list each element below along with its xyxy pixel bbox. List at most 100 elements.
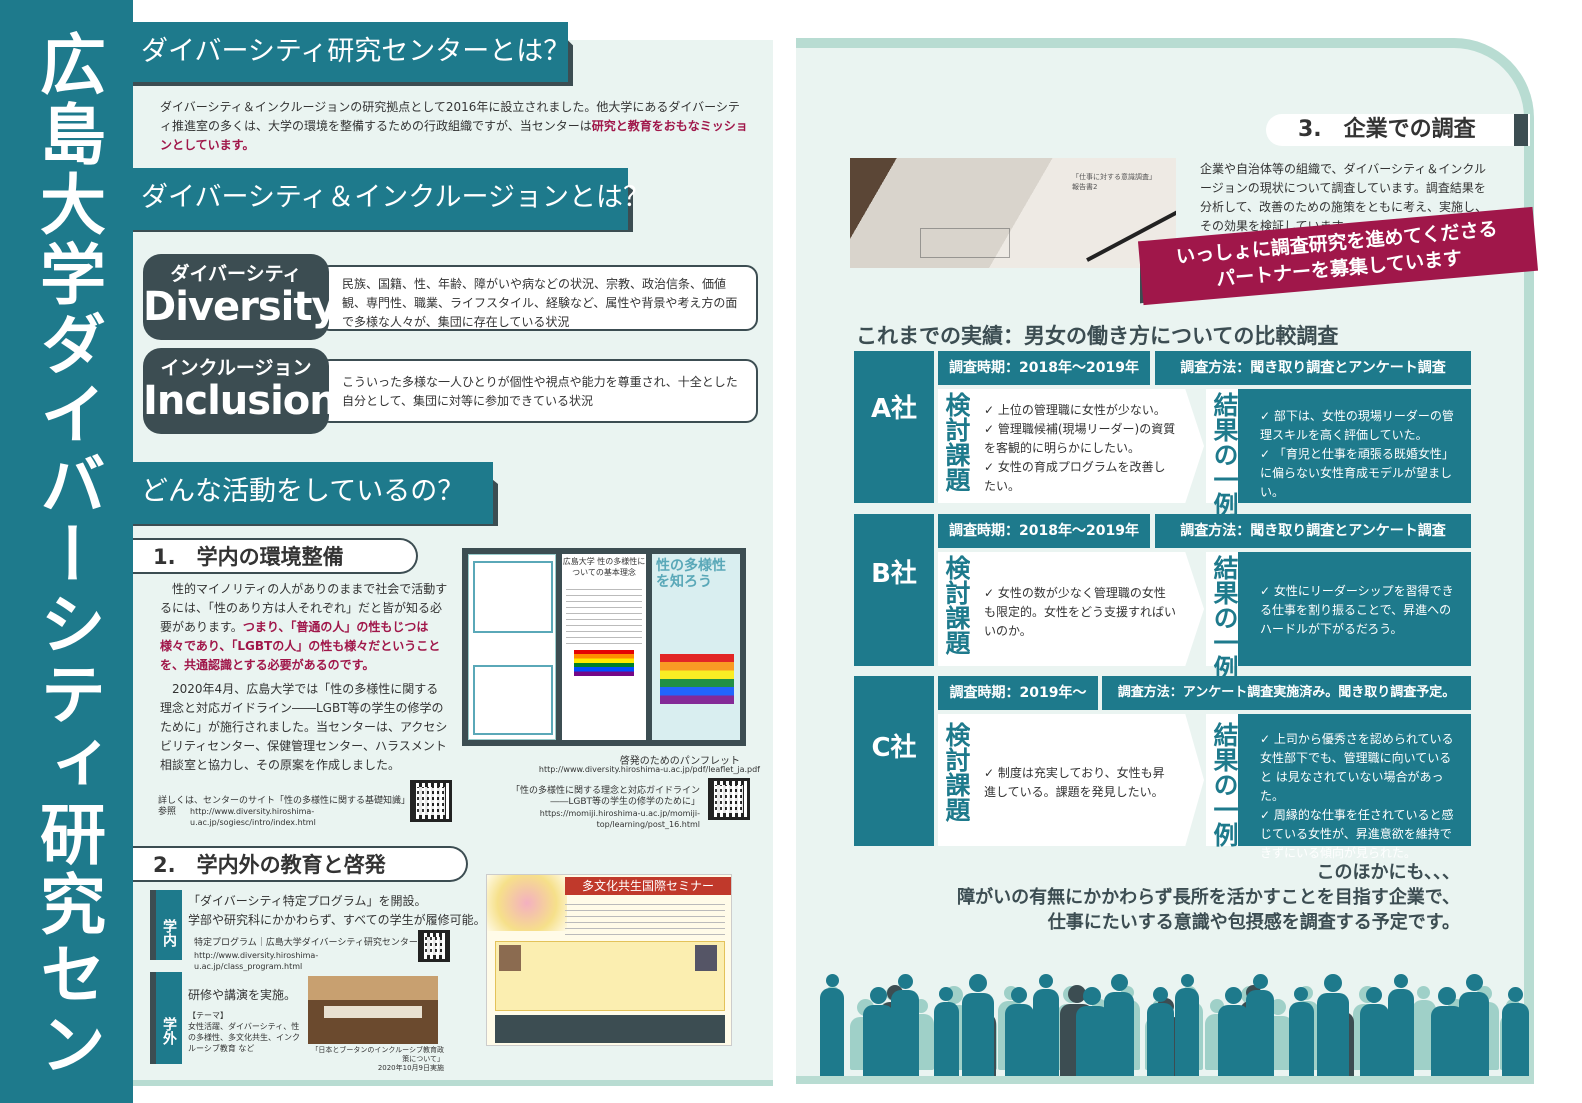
person-figure	[820, 974, 844, 1078]
closing-line3: 仕事にたいする意識や包摂感を調査する予定です。	[1047, 912, 1460, 933]
section3-heading: 3. 企業での調査	[1298, 117, 1476, 142]
site-url[interactable]: http://www.diversity.hiroshima-u.ac.jp/s…	[190, 807, 316, 827]
issues-label-bg	[938, 714, 970, 846]
person-head	[1394, 974, 1408, 988]
person-head	[869, 987, 887, 1004]
company-a-issues-label: 検討課題	[942, 392, 971, 492]
person-head	[825, 974, 839, 987]
result-item: ✓ 「育児と仕事を頑張る既婚女性」に偏らない女性育成モデルが望ましい。	[1260, 447, 1454, 499]
guideline-label: 「性の多様性に関する理念と対応ガイドライン――LGBT等の学生の修学のために」	[510, 786, 700, 807]
crowd-illustration	[820, 930, 1530, 1078]
person-figure	[1175, 974, 1199, 1078]
pamphlet-url[interactable]: http://www.diversity.hiroshima-u.ac.jp/p…	[538, 765, 760, 774]
company-b-name: B社	[871, 559, 917, 589]
person-figure	[1501, 987, 1529, 1078]
person-head	[897, 974, 913, 989]
doc-title: 「仕事に対する意識調査」報告書2	[1072, 173, 1156, 191]
heading-what-is-center: ダイバーシティ研究センターとは？	[133, 22, 571, 82]
person-body	[1033, 989, 1059, 1078]
diversity-jp: ダイバーシティ	[170, 263, 302, 285]
inside-program-url[interactable]: http://www.diversity.hiroshima-u.ac.jp/c…	[194, 951, 319, 971]
rainbow-flag	[660, 654, 734, 704]
workshop-photo	[308, 976, 438, 1044]
person-head	[1252, 974, 1268, 989]
result-item: ✓ 女性にリーダーシップを習得できる仕事を割り振ることで、昇進へのハードルが下が…	[1260, 584, 1454, 636]
closing-line1: このほかにも、、、	[1316, 862, 1460, 883]
person-body	[1430, 1006, 1464, 1078]
diversity-en: Diversity	[143, 284, 338, 330]
company-c-results-label: 結果の一例	[1210, 722, 1239, 847]
person-figure	[962, 974, 994, 1078]
section1-p1-highlight: つまり、「普通の人」の性もじつは様々であり、「LGBTの人」の性も様々だというこ…	[160, 620, 441, 672]
inside-line2: 学部や研究科にかかわらず、すべての学生が履修可能。	[188, 913, 486, 927]
person-figure	[1146, 987, 1174, 1078]
leaflet-box	[473, 665, 553, 735]
person-body	[1317, 993, 1349, 1078]
person-head	[1180, 974, 1194, 987]
issues-label-bg	[938, 389, 970, 503]
company-b-results-label: 結果の一例	[1210, 555, 1239, 680]
person-figure	[1104, 974, 1134, 1078]
company-c-method: 調査方法：アンケート調査実施済み。聞き取り調査予定。	[1102, 676, 1471, 710]
person-head	[939, 987, 953, 1001]
outside-line1: 研修や講演を実施。	[188, 988, 297, 1002]
outside-theme-label: 【テーマ】	[188, 1011, 228, 1020]
flyer-text-lines	[565, 899, 725, 935]
person-figure	[1075, 987, 1109, 1078]
person-figure	[1004, 987, 1034, 1078]
person-body	[1359, 1004, 1389, 1078]
center-description: ダイバーシティ＆インクルージョンの研究拠点として2016年に設立されました。他大…	[160, 98, 750, 155]
closing-line2: 障がいの有無にかかわらず長所を活かすことを目指す企業で、	[957, 887, 1460, 908]
photo-table	[324, 1006, 422, 1018]
person-head	[1465, 974, 1483, 991]
qr-pattern	[417, 787, 445, 815]
person-body	[1288, 1002, 1314, 1078]
person-head	[1110, 974, 1128, 991]
company-c-name: C社	[871, 733, 917, 763]
company-c-issues: ✓ 制度は充実しており、女性も昇進している。課題を発見したい。	[970, 714, 1204, 846]
person-figure	[1359, 987, 1389, 1078]
person-head	[1270, 999, 1287, 1015]
flyer-footer	[495, 1015, 725, 1043]
person-body	[1146, 1003, 1174, 1078]
issue-item: ✓ 上位の管理職に女性が少ない。	[984, 403, 1166, 417]
heading-text: どんな活動をしているの？	[141, 476, 465, 507]
company-b-issues-label: 検討課題	[942, 555, 971, 655]
inside-tag: 学内	[150, 890, 182, 960]
seminar-flyer: 多文化共生国際セミナー	[486, 874, 732, 1046]
company-a-period: 調査時期：2018年〜2019年	[938, 351, 1150, 385]
section1-paragraph1: 性的マイノリティの人がありのままで社会で活動するには、「性のあり方は人それぞれ」…	[160, 580, 450, 675]
qr-code[interactable]	[418, 930, 450, 962]
pamphlet-caption: 啓発のためのパンフレット	[619, 756, 740, 767]
guideline-url[interactable]: https://momiji.hiroshima-u.ac.jp/momiji-…	[539, 809, 700, 829]
company-a-results-label: 結果の一例	[1210, 392, 1239, 517]
person-body	[1459, 992, 1489, 1078]
center-mission-highlight: 研究と教育をおもなミッションとしています。	[160, 119, 748, 152]
person-head	[1294, 987, 1308, 1001]
person-body	[891, 990, 919, 1078]
issue-item: ✓ 制度は充実しており、女性も昇進している。課題を発見したい。	[984, 766, 1165, 799]
person-body	[862, 1005, 894, 1078]
photo-caption: 「日本とブータンのインクルーシブ教育政策について」 2020年10月9日実施	[308, 1046, 444, 1073]
section1-heading: 1. 学内の環境整備	[133, 538, 418, 574]
leaflet-inner-left	[468, 554, 556, 740]
results-label-bg	[1206, 714, 1238, 846]
qr-pattern	[425, 937, 443, 955]
qr-code[interactable]	[410, 780, 452, 822]
leaflet-inner-middle: 広島大学 性の多様性についての基本理念	[562, 554, 646, 740]
person-body	[1217, 1005, 1249, 1078]
heading-text: ダイバーシティ研究センターとは？	[141, 36, 571, 67]
section2-heading: 2. 学内外の教育と啓発	[133, 846, 468, 882]
diversity-desc: 民族、国籍、性、年齢、障がいや病などの状況、宗教、政治信条、価値観、専門性、職業…	[342, 277, 738, 329]
qr-code[interactable]	[708, 778, 750, 820]
company-c-results: ✓ 上司から優秀さを認められている女性部下でも、管理職に向いていると は見なされ…	[1238, 714, 1471, 860]
results-label-bg	[1206, 389, 1238, 503]
person-head	[1083, 987, 1101, 1005]
inside-description: 「ダイバーシティ特定プログラム」を開設。 学部や研究科にかかわらず、すべての学生…	[188, 892, 488, 930]
person-head	[1438, 987, 1456, 1005]
company-b-issues: ✓ 女性の数が少なく管理職の女性も限定的。女性をどう支援すればいいのか。	[970, 552, 1204, 666]
diversity-definition: 民族、国籍、性、年齢、障がいや病などの状況、宗教、政治信条、価値観、専門性、職業…	[318, 265, 758, 331]
company-a-issues: ✓ 上位の管理職に女性が少ない。 ✓ 管理職候補(現場リーダー)の資質を客観的に…	[970, 389, 1204, 503]
outside-tag: 学外	[150, 972, 182, 1064]
company-a-results: ✓ 部下は、女性の現場リーダーの管理スキルを高く評価していた。 ✓ 「育児と仕事…	[1238, 389, 1471, 503]
